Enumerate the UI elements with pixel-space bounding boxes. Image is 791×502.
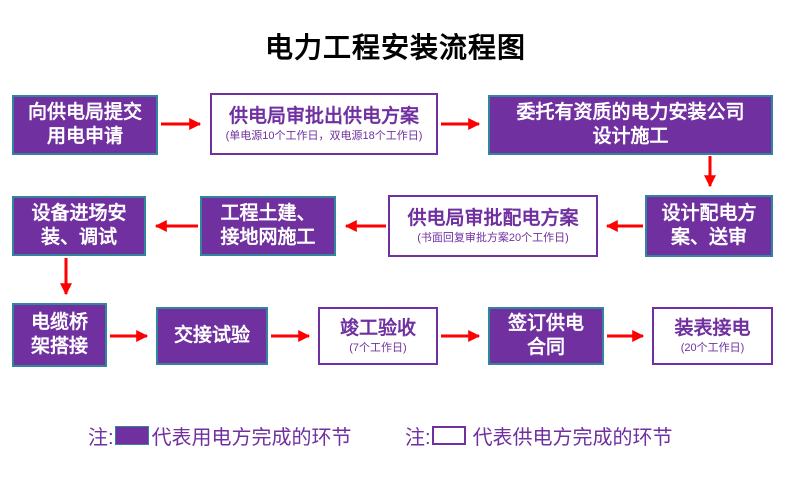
flow-box-completion-acceptance: 竣工验收 (7个工作日): [318, 307, 438, 365]
legend-supplier-side: 注: 代表供电方完成的环节: [405, 423, 673, 449]
box-title: 电缆桥 架搭接: [30, 312, 88, 357]
box-subtitle: (7个工作日): [349, 341, 407, 354]
flow-box-bureau-approve-distribution-plan: 供电局审批配电方案 (书面回复审批方案20个工作日): [388, 195, 598, 257]
legend-outline-swatch: [431, 425, 466, 445]
flow-box-cable-tray: 电缆桥 架搭接: [12, 303, 107, 367]
box-title: 供电局审批出供电方案: [228, 106, 419, 128]
box-title: 竣工验收: [339, 318, 416, 340]
legend-text: 代表供电方完成的环节: [472, 426, 673, 449]
box-title: 工程土建、 接地网施工: [220, 203, 316, 248]
legend-text: 代表用电方完成的环节: [151, 426, 352, 449]
legend-filled-swatch: [114, 425, 149, 445]
box-title: 设备进场安 装、调试: [31, 203, 127, 248]
page-title: 电力工程安装流程图: [264, 32, 526, 63]
box-title: 设计配电方 案、送审: [661, 203, 757, 248]
flow-box-civil-works-grounding: 工程土建、 接地网施工: [200, 196, 336, 256]
box-title: 签订供电 合同: [507, 313, 584, 358]
box-subtitle: (单电源10个工作日，双电源18个工作日): [225, 129, 423, 142]
box-title: 装表接电: [674, 318, 751, 340]
legend-user-side: 注: 代表用电方完成的环节: [88, 423, 352, 449]
legend-note-label: 注:: [405, 426, 431, 449]
flow-box-submit-application: 向供电局提交 用电申请: [12, 95, 158, 155]
flow-box-design-distribution-plan: 设计配电方 案、送审: [645, 195, 773, 257]
flow-box-install-meter-connect: 装表接电 (20个工作日): [652, 307, 773, 365]
flow-box-handover-test: 交接试验: [156, 307, 268, 365]
box-title: 向供电局提交 用电申请: [27, 102, 142, 147]
flow-box-entrust-installation-company: 委托有资质的电力安装公司 设计施工: [488, 95, 773, 155]
flow-box-equipment-install-debug: 设备进场安 装、调试: [12, 196, 146, 256]
box-title: 交接试验: [173, 325, 250, 347]
box-title: 供电局审批配电方案: [407, 208, 579, 230]
box-title: 委托有资质的电力安装公司 设计施工: [516, 102, 745, 147]
box-subtitle: (书面回复审批方案20个工作日): [417, 231, 569, 244]
legend-note-label: 注:: [88, 426, 114, 449]
flow-box-sign-supply-contract: 签订供电 合同: [488, 307, 604, 365]
box-subtitle: (20个工作日): [680, 341, 745, 354]
flow-box-bureau-approve-supply-plan: 供电局审批出供电方案 (单电源10个工作日，双电源18个工作日): [210, 93, 438, 155]
